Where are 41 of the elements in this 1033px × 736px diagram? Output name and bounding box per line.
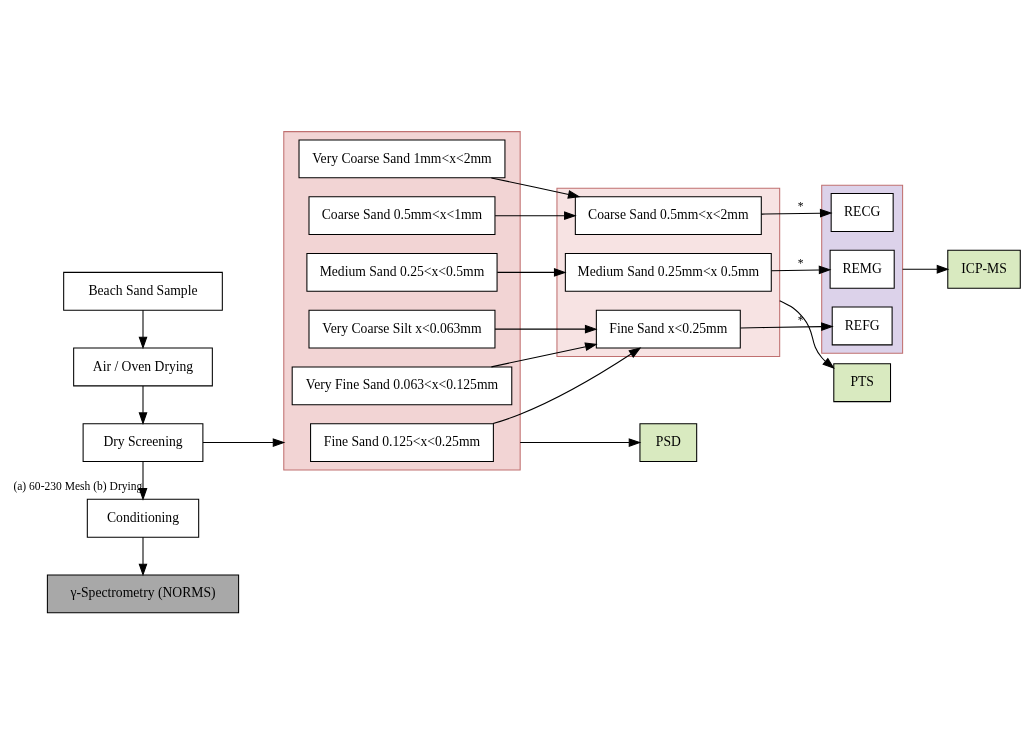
node-box: Very Coarse Silt x<0.063mm: [308, 309, 496, 349]
arrow: [494, 211, 577, 221]
arrow: [902, 264, 950, 274]
arrow: [739, 322, 834, 332]
arrow: [490, 177, 581, 199]
edge-label: (a) 60-230 Mesh (b) Drying: [13, 479, 143, 492]
node-box: Dry Screening: [82, 423, 204, 463]
arrow: [138, 536, 148, 577]
arrow: [770, 265, 832, 275]
node-box: Air / Oven Drying: [73, 347, 213, 387]
node-box: ICP-MS: [947, 249, 1021, 289]
node-box: Beach Sand Sample: [63, 271, 223, 311]
edge-label: *: [797, 313, 804, 326]
edge-label: *: [797, 256, 804, 269]
arrow: [779, 300, 835, 370]
arrow: [492, 347, 642, 425]
arrow: [138, 385, 148, 425]
node-box: PTS: [833, 363, 892, 403]
node-box: γ-Spectrometry (NORMS): [46, 574, 240, 614]
arrow: [202, 438, 286, 447]
node-box: Very Coarse Sand 1mm<x<2mm: [298, 139, 506, 179]
node-box: PSD: [639, 423, 698, 463]
node-box: RECG: [830, 193, 894, 232]
arrow: [490, 342, 598, 368]
node-box: Fine Sand 0.125<x<0.25mm: [310, 423, 494, 463]
node-box: Medium Sand 0.25mm<x 0.5mm: [564, 252, 772, 292]
node-box: Coarse Sand 0.5mm<x<1mm: [308, 196, 496, 236]
node-box: Conditioning: [86, 498, 200, 538]
arrow: [496, 268, 567, 277]
arrow: [519, 438, 642, 447]
arrow: [138, 309, 148, 350]
edge-label: *: [797, 200, 804, 213]
cluster: [283, 131, 521, 471]
arrow: [760, 208, 833, 218]
node-box: Medium Sand 0.25<x<0.5mm: [306, 252, 498, 292]
node-box: Very Fine Sand 0.063<x<0.125mm: [291, 366, 513, 406]
node-box: REMG: [829, 249, 895, 289]
node-box: Coarse Sand 0.5mm<x<2mm: [574, 196, 762, 236]
node-box: REFG: [831, 306, 893, 346]
arrow: [494, 324, 598, 334]
node-box: Fine Sand x<0.25mm: [595, 309, 741, 349]
